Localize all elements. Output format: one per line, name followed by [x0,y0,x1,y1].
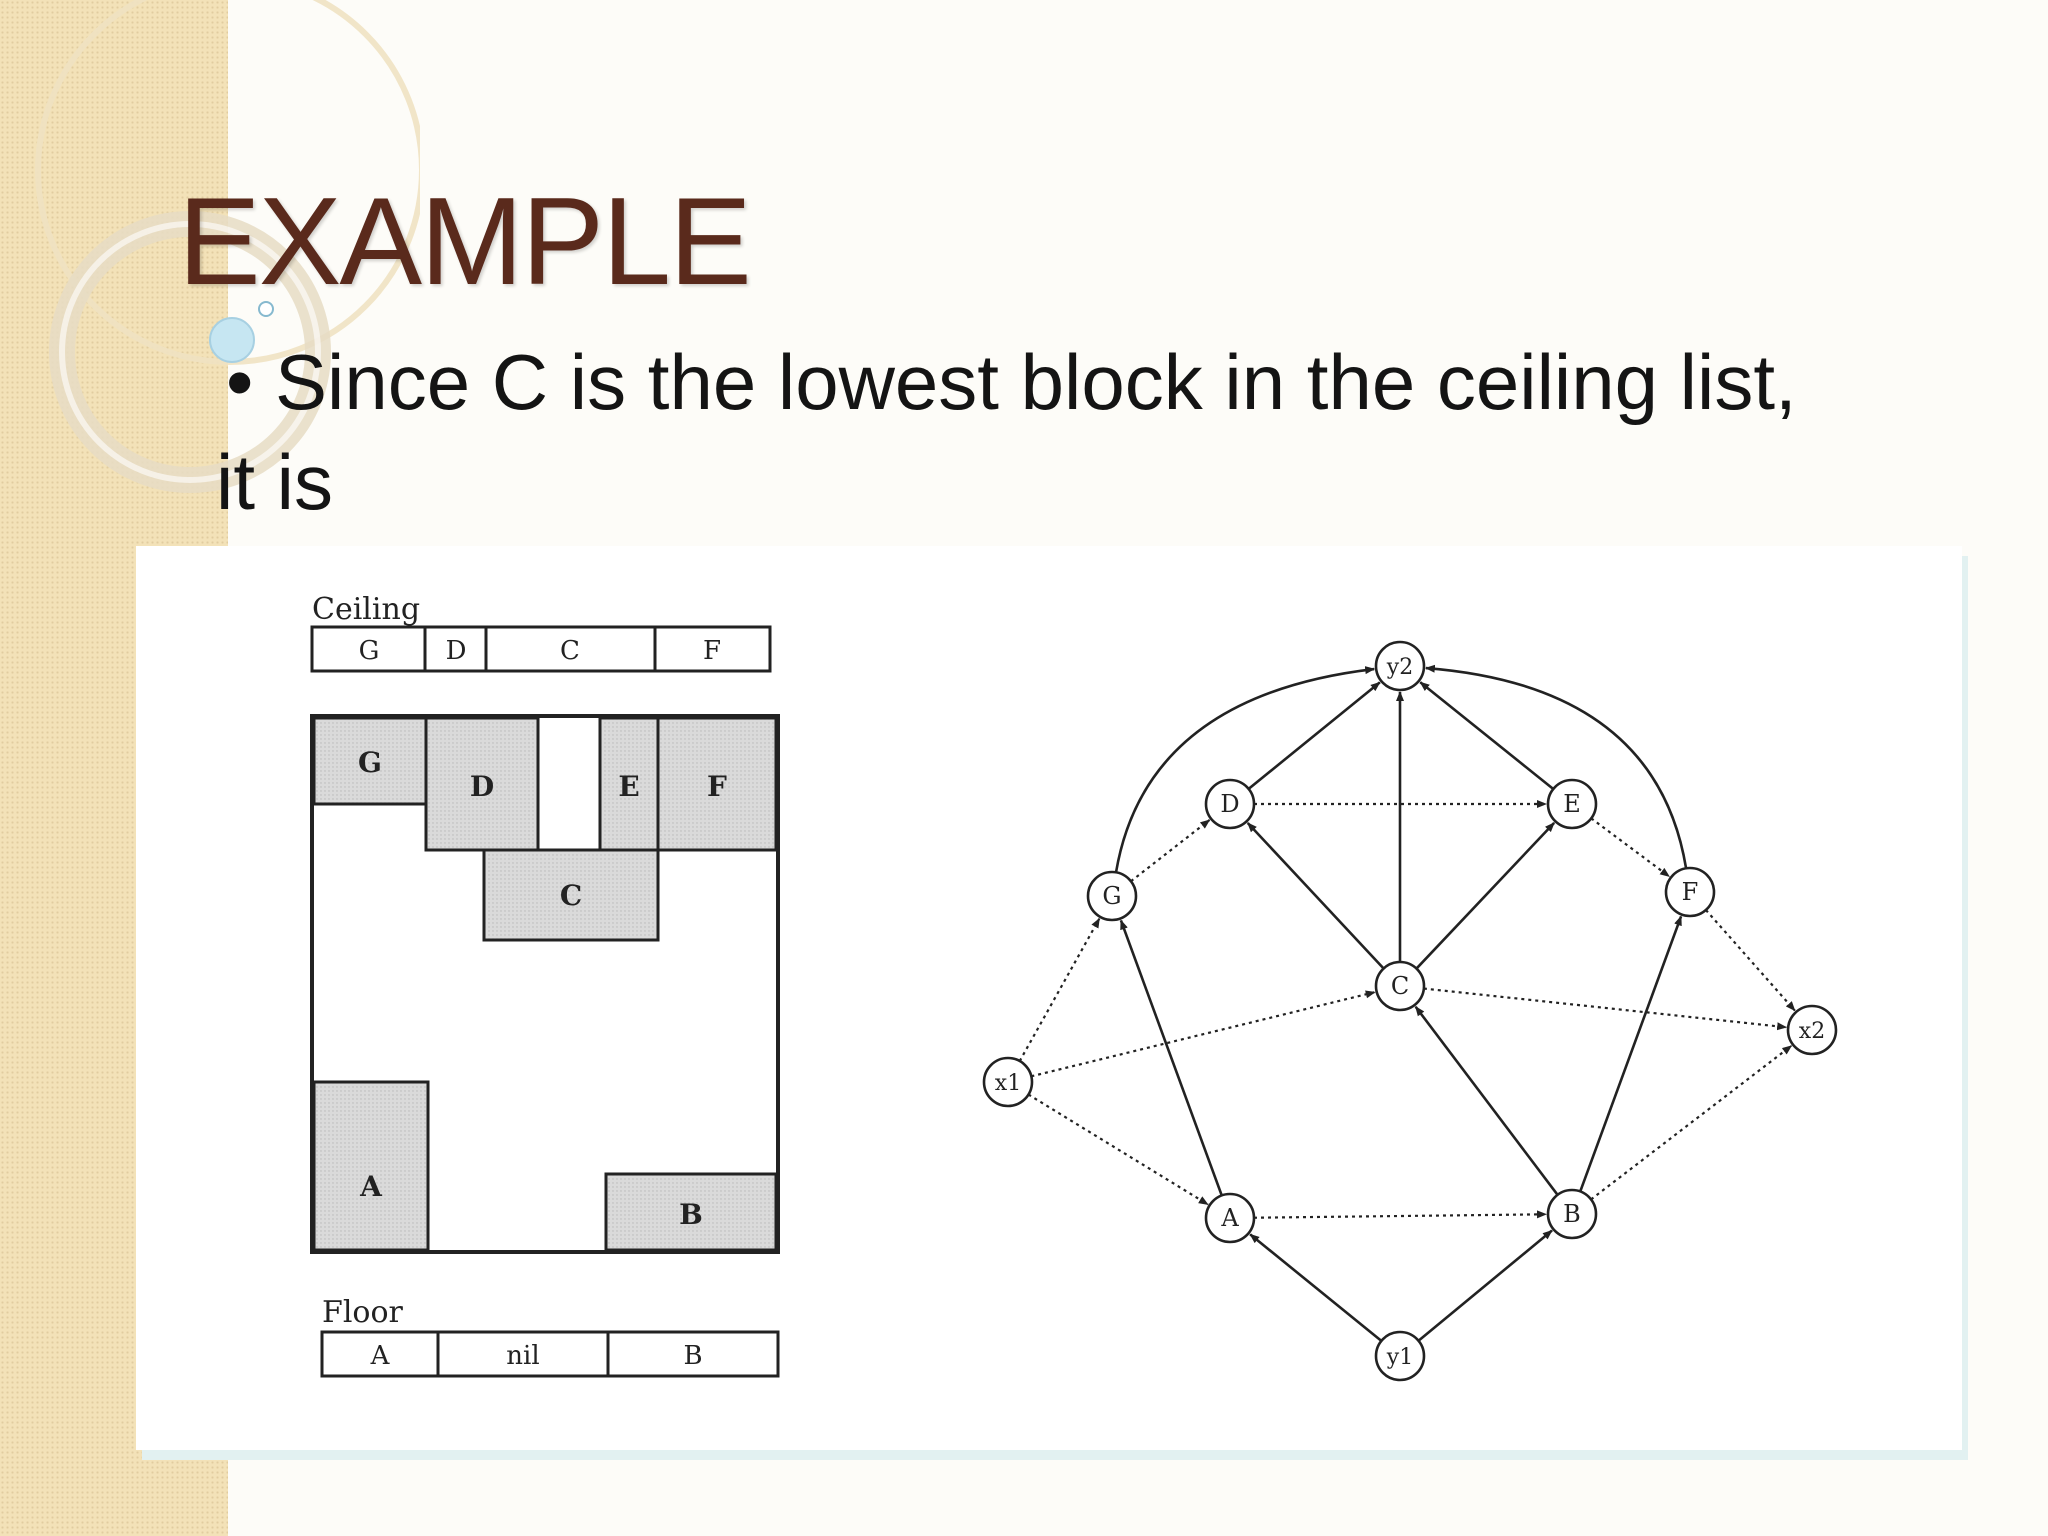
floor-list [320,1330,780,1378]
bullet-text-line-1: Since C is the lowest block in the ceili… [274,338,1797,426]
graph-edge-c-to-d [1246,822,1385,970]
graph-edge-e-to-y2 [1419,681,1555,790]
block-f [656,716,778,852]
graph-node-label-e: E [1563,790,1581,818]
block-label-b: B [679,1198,703,1231]
graph-node-y2: y2 [1374,640,1426,692]
block-label-c: C [560,879,582,912]
graph-node-circle-e [1546,778,1598,830]
graph-node-label-b: B [1563,1200,1581,1228]
graph-edge-x1-to-g [1018,917,1101,1062]
floor-cell-2: nil [506,1341,539,1371]
graph-edge-x1-to-c [1031,990,1376,1078]
graph-edge-y1-to-b [1417,1229,1553,1342]
bullet-text-line-2: it is [216,438,333,526]
graph-node-e: E [1546,778,1598,830]
bullet-line-2: it is [216,432,1916,532]
graph-node-circle-b [1546,1188,1598,1240]
graph-node-label-y1: y1 [1386,1345,1413,1370]
block-label-d: D [470,770,494,803]
block-d [424,716,540,852]
bullet-line-1: • Since C is the lowest block in the cei… [216,332,1916,432]
graph-node-label-y2: y2 [1386,655,1413,680]
graph-node-circle-f [1664,866,1716,918]
bullet-marker: • [226,338,254,426]
graph-node-circle-d [1204,778,1256,830]
graph-edge-g-to-y2 [1114,666,1376,873]
graph-edge-x1-to-a [1027,1093,1209,1206]
graph-node-label-c: C [1391,972,1409,1000]
graph-edge-c-to-e [1415,822,1556,970]
graph-edge-c-to-x2 [1423,987,1788,1031]
block-label-f: F [707,770,727,803]
graph-node-x2: x2 [1786,1004,1838,1056]
graph-node-circle-x1 [982,1056,1034,1108]
graph-edge-b-to-f [1579,915,1683,1192]
ceiling-list-box [310,625,772,673]
graph-edge-b-to-c [1414,1005,1559,1196]
floor-cell-3: B [683,1341,702,1371]
ceiling-cell-1: G [359,636,380,666]
graph-node-circle-g [1086,870,1138,922]
graph-node-x1: x1 [982,1056,1034,1108]
floor-list-box [320,1330,780,1378]
block-label-g: G [358,746,382,779]
block-label-a: A [359,1170,383,1203]
graph-node-circle-a [1204,1192,1256,1244]
graph-node-d: D [1204,778,1256,830]
graph-node-circle-y2 [1374,640,1426,692]
graph-node-f: F [1664,866,1716,918]
graph-edge-b-to-x2 [1590,1044,1793,1201]
bullet-paragraph: • Since C is the lowest block in the cei… [216,332,1916,532]
slide-title: EXAMPLE [178,173,752,311]
graph-node-circle-c [1374,960,1426,1012]
ceiling-cell-3: C [560,636,580,666]
graph-nodes: y2D E G F Cx1 x2A By1 [982,640,1838,1382]
graph-node-label-a: A [1220,1204,1239,1232]
graph-node-g: G [1086,870,1138,922]
graph-edge-a-to-g [1119,919,1223,1196]
graph-node-circle-x2 [1786,1004,1838,1056]
graph-edge-f-to-y2 [1424,664,1688,869]
graph-node-label-x2: x2 [1799,1019,1825,1044]
floor-cell-1: A [370,1341,391,1371]
block-label-e: E [618,770,639,803]
ceiling-floor-diagram: Ceiling G D C F G D E F [310,592,1838,1382]
graph-node-circle-y1 [1374,1330,1426,1382]
graph-edge-a-to-b [1253,1210,1548,1219]
diagram-panel: Ceiling G D C F G D E F [136,546,1962,1450]
graph-edges [1018,664,1796,1342]
graph-node-label-g: G [1102,882,1121,910]
block-a [312,1080,430,1252]
graph-node-c: C [1374,960,1426,1012]
graph-node-y1: y1 [1374,1330,1426,1382]
ceiling-cell-2: D [446,636,467,666]
ceiling-cell-4: F [703,636,721,666]
graph-edge-y1-to-a [1249,1233,1383,1342]
block-c [482,848,660,942]
floor-label: Floor [322,1295,404,1330]
graph-edge-g-to-d [1130,819,1211,883]
graph-node-label-f: F [1682,878,1699,906]
graph-node-label-d: D [1220,790,1239,818]
ceiling-label: Ceiling [312,592,420,627]
decorative-rings [35,0,420,493]
graph-edge-f-to-x2 [1705,909,1796,1012]
graph-edge-e-to-f [1590,817,1670,878]
graph-edge-d-to-y2 [1247,681,1381,790]
ceiling-list [310,625,772,673]
graph-node-b: B [1546,1188,1598,1240]
graph-node-a: A [1204,1192,1256,1244]
block-b [604,1172,778,1252]
graph-node-label-x1: x1 [995,1071,1021,1096]
